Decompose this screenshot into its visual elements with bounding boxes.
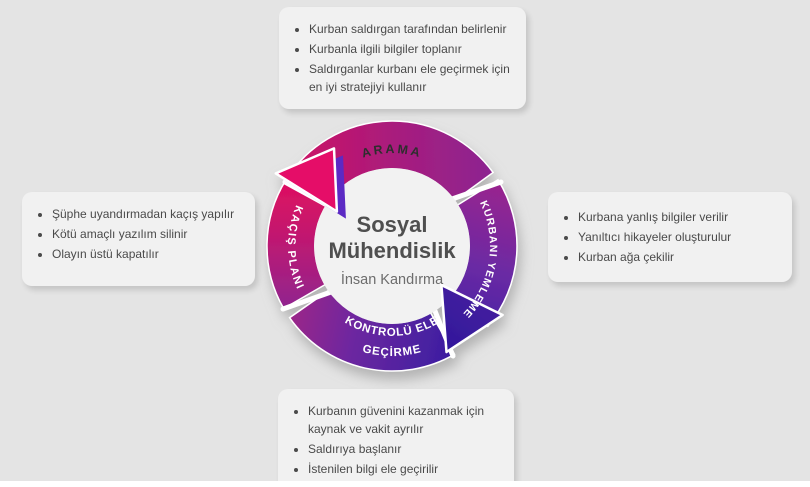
bullet-list: Kurbanın güvenini kazanmak için kaynak v…	[286, 402, 506, 478]
bottom-white-strip	[0, 481, 810, 487]
list-item: Kurbana yanlış bilgiler verilir	[578, 208, 784, 226]
bullet-list: Şüphe uyandırmadan kaçış yapılır Kötü am…	[30, 205, 247, 263]
center-subtitle: İnsan Kandırma	[341, 270, 444, 288]
note-box-kurbani-yemleme: Kurbana yanlış bilgiler verilir Yanıltıc…	[548, 192, 792, 282]
segment-gap	[280, 289, 334, 312]
list-item: Saldırıya başlanır	[308, 440, 506, 458]
cycle-arrow-top-left	[274, 147, 339, 213]
list-item: Kurbanla ilgili bilgiler toplanır	[309, 40, 518, 58]
segment-gap	[449, 179, 504, 202]
list-item: Olayın üstü kapatılır	[52, 245, 247, 263]
note-box-kacis-plani: Şüphe uyandırmadan kaçış yapılır Kötü am…	[22, 192, 255, 286]
list-item: İstenilen bilgi ele geçirilir	[308, 460, 506, 478]
list-item: Yanıltıcı hikayeler oluşturulur	[578, 228, 784, 246]
list-item: Kötü amaçlı yazılım silinir	[52, 225, 247, 243]
bullet-list: Kurban saldırgan tarafından belirlenir K…	[287, 20, 518, 96]
list-item: Kurbanın güvenini kazanmak için kaynak v…	[308, 402, 506, 438]
list-item: Saldırganlar kurbanı ele geçirmek için e…	[309, 60, 518, 96]
list-item: Kurban ağa çekilir	[578, 248, 784, 266]
note-box-arama: Kurban saldırgan tarafından belirlenir K…	[279, 7, 526, 109]
list-item: Kurban saldırgan tarafından belirlenir	[309, 20, 518, 38]
center-title-line1: Sosyal	[357, 212, 428, 237]
note-box-kontrolu-ele-gecirme: Kurbanın güvenini kazanmak için kaynak v…	[278, 389, 514, 487]
segment-label-arama: ARAMA	[360, 142, 424, 160]
center-circle	[314, 168, 470, 324]
cycle-arrow-bottom-right	[440, 283, 504, 354]
list-item: Şüphe uyandırmadan kaçış yapılır	[52, 205, 247, 223]
center-title-line2: Mühendislik	[328, 238, 456, 263]
bullet-list: Kurbana yanlış bilgiler verilir Yanıltıc…	[556, 208, 784, 266]
cycle-diagram: ARAMA KURBANI YEMLEME KAÇIŞ PLANI KONTRO…	[266, 120, 518, 372]
segment-label-kontrolu-line2: GEÇİRME	[361, 343, 423, 359]
